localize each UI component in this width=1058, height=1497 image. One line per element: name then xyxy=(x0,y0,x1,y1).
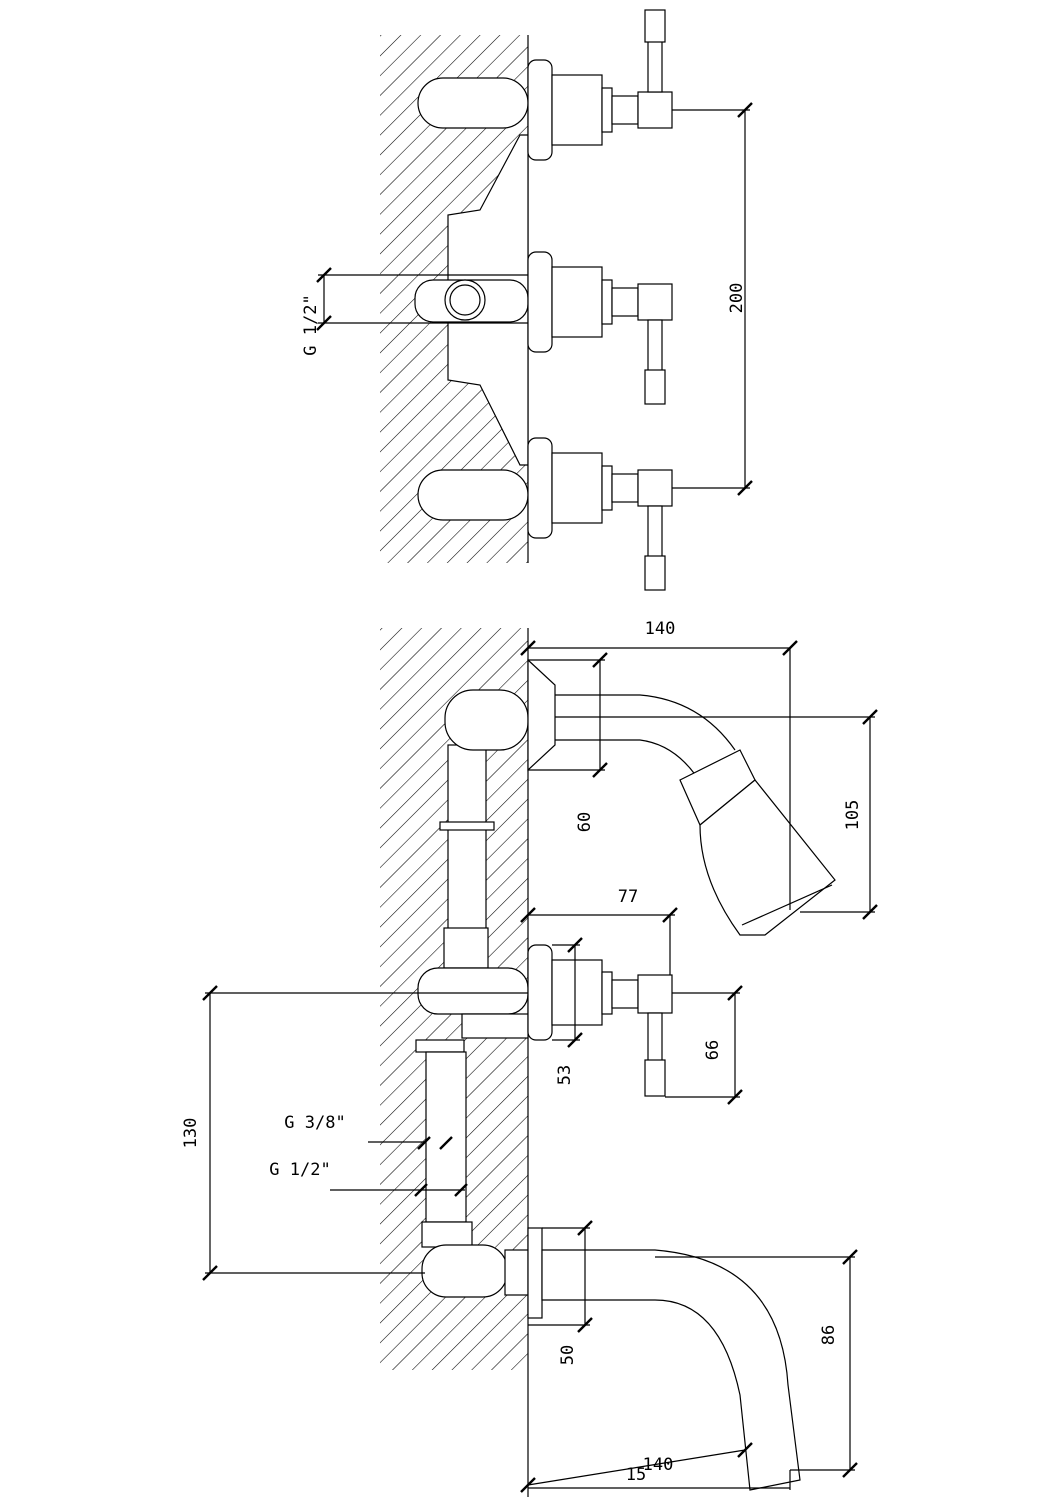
dim-g-3-8: G 3/8" xyxy=(284,1113,345,1133)
shower-arm xyxy=(527,658,836,936)
mixer-valve xyxy=(527,944,673,1097)
top-view: 200 G 1/2" xyxy=(301,9,753,591)
side-view: 140 60 105 77 53 66 130 G 3/8" G 1/2" 50… xyxy=(181,619,878,1497)
dim-86: 86 xyxy=(819,1325,839,1345)
dim-140-top: 140 xyxy=(645,619,676,639)
dim-50: 50 xyxy=(558,1345,578,1365)
dim-g-half-side: G 1/2" xyxy=(269,1160,330,1180)
dim-140-bottom: 140 xyxy=(643,1455,674,1475)
dim-105: 105 xyxy=(843,800,863,831)
valve-top xyxy=(527,9,673,161)
dim-200: 200 xyxy=(727,283,747,314)
spout xyxy=(527,1227,801,1491)
valve-middle xyxy=(527,251,673,405)
dim-53: 53 xyxy=(555,1065,575,1085)
valve-bottom xyxy=(527,437,673,591)
shower-head xyxy=(699,779,836,936)
dim-60: 60 xyxy=(575,812,595,832)
dim-15: 15 xyxy=(626,1465,646,1485)
dim-130: 130 xyxy=(181,1118,201,1149)
dim-g-half-top: G 1/2" xyxy=(301,294,321,355)
dim-66: 66 xyxy=(703,1040,723,1060)
inlet-port xyxy=(444,279,486,321)
dim-77: 77 xyxy=(618,887,638,907)
